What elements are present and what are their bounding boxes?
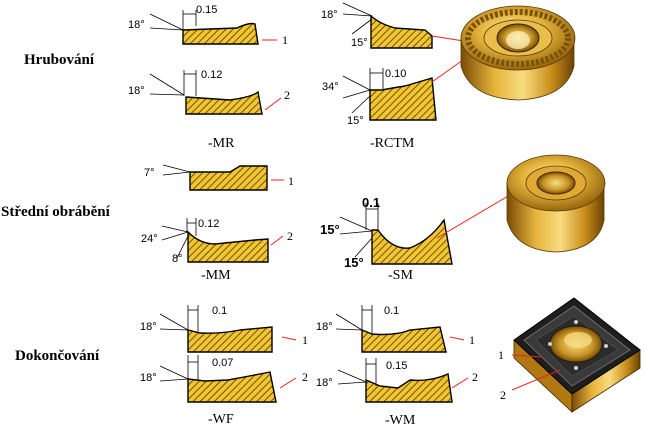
leader-line xyxy=(270,235,284,246)
land-width-label: 0.1 xyxy=(362,195,380,210)
section-label-roughing: Hrubování xyxy=(24,52,95,68)
square-insert-marker-1: 1 xyxy=(498,348,504,362)
marker-1: 1 xyxy=(282,33,288,47)
leader-line xyxy=(451,377,469,389)
leader-line xyxy=(264,97,282,111)
marker-2: 2 xyxy=(284,88,290,102)
hatched-section xyxy=(189,165,268,191)
profile-wm-bottom: 0.15 18° 2 xyxy=(316,358,478,403)
round-insert-smooth-icon xyxy=(506,154,606,253)
angle-label: 18° xyxy=(140,372,157,384)
land-width-label: 0.12 xyxy=(201,69,222,81)
hatched-section xyxy=(182,22,259,45)
marker-1: 1 xyxy=(469,333,475,347)
marker-1: 1 xyxy=(302,333,308,347)
profile-sm: 0.1 15° 15° xyxy=(320,195,453,270)
angle-label: 34° xyxy=(322,81,339,93)
profile-wf-bottom: 0.07 18° 2 xyxy=(140,355,308,403)
angle-label: 18° xyxy=(316,377,333,389)
land-width-label: 0.07 xyxy=(212,357,233,369)
section-label-finishing: Dokončování xyxy=(15,348,100,364)
hatched-section xyxy=(187,326,273,353)
leader-line xyxy=(511,369,561,391)
angle-label: 18° xyxy=(128,19,145,31)
land-width-label: 0.15 xyxy=(196,4,217,16)
profile-wf-top: 0.1 18° 1 xyxy=(140,305,308,353)
geometry-label-mr: -MR xyxy=(208,136,235,151)
square-insert-icon xyxy=(513,297,641,413)
geometry-label-wf: -WF xyxy=(208,412,234,427)
leader-line xyxy=(449,336,465,341)
square-insert-marker-2: 2 xyxy=(500,388,506,402)
hatched-section xyxy=(187,230,269,263)
profile-rctm-bottom: 0.10 34° 15° xyxy=(322,68,437,127)
leader-line xyxy=(279,377,297,389)
hatched-section xyxy=(187,371,277,403)
profile-rctm-top: 18° 15° xyxy=(321,2,433,49)
angle-label: 7° xyxy=(144,167,155,179)
angle-label: 15° xyxy=(344,255,364,270)
section-label-medium: Střední obrábění xyxy=(1,204,110,220)
leader-line xyxy=(511,354,543,358)
angle-label: 18° xyxy=(140,321,157,333)
angle-label: 18° xyxy=(316,321,333,333)
hatched-section xyxy=(185,90,263,115)
hatched-section xyxy=(371,218,453,265)
profile-mr-bottom: 0.12 18° 2 xyxy=(128,69,290,115)
land-width-label: 0.1 xyxy=(212,305,227,317)
angle-label: 24° xyxy=(141,233,158,245)
land-width-label: 0.1 xyxy=(384,305,399,317)
land-width-label: 0.10 xyxy=(385,68,406,80)
profile-mm-bottom: 0.12 24° 8° 2 xyxy=(141,218,293,265)
leader-line xyxy=(436,194,511,239)
land-width-label: 0.15 xyxy=(386,360,407,372)
marker-2: 2 xyxy=(472,370,478,384)
hatched-section xyxy=(361,326,447,353)
geometry-label-wm: -WM xyxy=(385,413,416,428)
marker-2: 2 xyxy=(287,229,293,243)
angle-label: 15° xyxy=(351,37,368,49)
hatched-section xyxy=(365,372,453,403)
profile-mm-top: 7° 1 xyxy=(144,164,294,191)
land-width-label: 0.12 xyxy=(198,218,219,230)
profile-mr-top: 0.15 18° 1 xyxy=(128,4,288,47)
geometry-label-mm: -MM xyxy=(201,268,231,283)
geometry-label-rctm: -RCTM xyxy=(370,136,415,151)
marker-2: 2 xyxy=(302,370,308,384)
angle-label: 15° xyxy=(347,115,364,127)
angle-label: 18° xyxy=(128,85,145,97)
marker-1: 1 xyxy=(288,174,294,188)
angle-label: 8° xyxy=(172,253,183,265)
leader-line xyxy=(281,336,297,341)
profile-wm-top: 0.1 18° 1 xyxy=(316,305,475,353)
round-insert-knurled-icon xyxy=(460,5,576,101)
geometry-label-sm: -SM xyxy=(388,268,413,283)
angle-label: 18° xyxy=(321,9,338,21)
hatched-section xyxy=(370,14,433,49)
angle-label: 15° xyxy=(320,222,340,237)
hatched-section xyxy=(369,77,437,121)
